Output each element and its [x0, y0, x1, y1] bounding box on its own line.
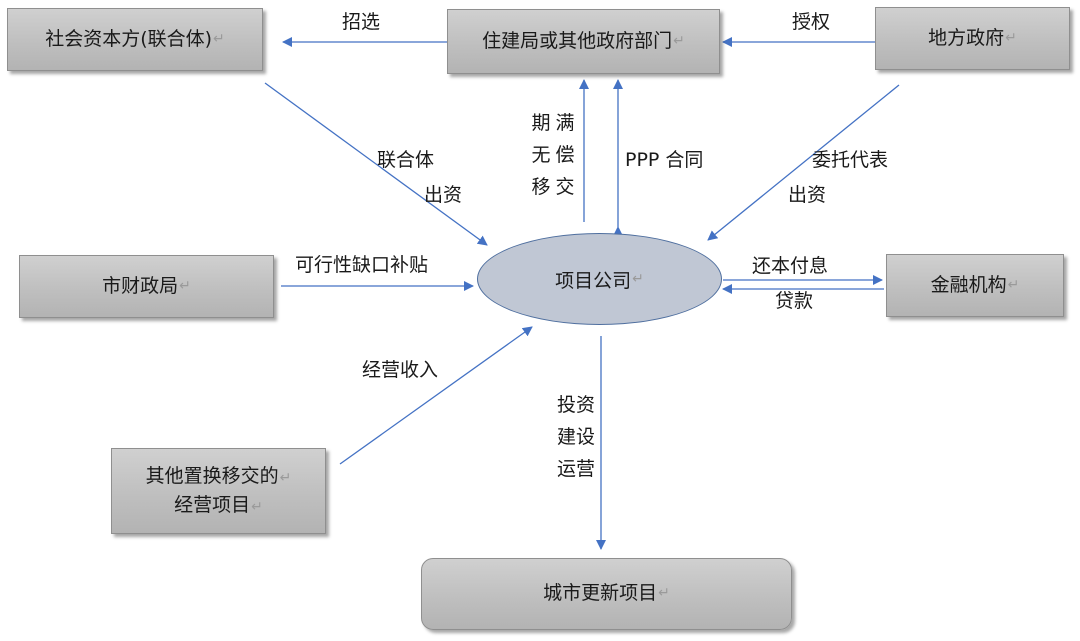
operating-income-arrow — [339, 326, 533, 465]
project-company-label: 项目公司 — [555, 269, 632, 292]
consortium-investment-arrow — [264, 82, 488, 246]
local-government-node: 地方政府↵ — [875, 7, 1070, 70]
financial-institution-node: 金融机构↵ — [886, 254, 1064, 317]
project-company-node: 项目公司↵ — [477, 233, 722, 325]
urban-renewal-node: 城市更新项目↵ — [421, 558, 792, 630]
authorization-label: 授权 — [792, 11, 831, 33]
paragraph-mark: ↵ — [279, 469, 292, 486]
consortium-investment-label-line1: 联合体 — [377, 149, 435, 171]
invest-build-operate-label: 投资 建设 运营 — [552, 389, 600, 485]
ppp-contract-label: PPP 合同 — [625, 149, 704, 171]
paragraph-mark: ↵ — [658, 585, 670, 602]
other-projects-label-line2: 经营项目 — [174, 494, 251, 516]
handover-char: 无 — [531, 144, 551, 166]
invest-build-operate-line: 运营 — [556, 458, 595, 480]
handover-label-col1: 期 无 移 — [529, 107, 553, 203]
housing-bureau-node: 住建局或其他政府部门↵ — [447, 9, 720, 74]
invest-build-operate-line: 建设 — [556, 426, 595, 448]
financial-institution-label: 金融机构 — [930, 273, 1007, 296]
invest-build-operate-line: 投资 — [556, 394, 595, 416]
repayment-label: 还本付息 — [752, 255, 829, 277]
local-government-label: 地方政府 — [928, 26, 1005, 49]
social-capital-label: 社会资本方(联合体) — [45, 27, 213, 50]
entrusted-investment-label-line2: 出资 — [788, 184, 827, 206]
viability-gap-subsidy-label: 可行性缺口补贴 — [295, 254, 429, 276]
handover-char: 偿 — [555, 144, 575, 166]
consortium-investment-label-line2: 出资 — [424, 184, 463, 206]
handover-label-col2: 满 偿 交 — [553, 107, 577, 203]
other-projects-node: 其他置换移交的↵ 经营项目↵ — [111, 448, 326, 534]
paragraph-mark: ↵ — [673, 32, 685, 49]
paragraph-mark: ↵ — [179, 277, 191, 294]
paragraph-mark: ↵ — [1005, 29, 1017, 46]
handover-char: 移 — [531, 176, 551, 198]
paragraph-mark: ↵ — [213, 30, 225, 47]
paragraph-mark: ↵ — [1007, 276, 1020, 293]
finance-bureau-label: 市财政局 — [102, 274, 179, 297]
selection-label: 招选 — [342, 11, 381, 33]
paragraph-mark: ↵ — [251, 499, 263, 515]
other-projects-label-line1: 其他置换移交的 — [145, 464, 279, 487]
paragraph-mark: ↵ — [632, 271, 644, 287]
social-capital-node: 社会资本方(联合体)↵ — [7, 8, 263, 71]
entrusted-investment-label-line1: 委托代表 — [812, 149, 889, 171]
finance-bureau-node: 市财政局↵ — [19, 255, 274, 318]
loan-label: 贷款 — [775, 290, 814, 312]
handover-char: 期 — [531, 112, 551, 134]
handover-char: 满 — [555, 112, 575, 134]
operating-income-label: 经营收入 — [362, 359, 439, 381]
handover-char: 交 — [555, 176, 575, 198]
urban-renewal-label: 城市更新项目 — [543, 582, 658, 605]
housing-bureau-label: 住建局或其他政府部门 — [482, 29, 673, 52]
entrusted-investment-arrow — [707, 84, 900, 241]
